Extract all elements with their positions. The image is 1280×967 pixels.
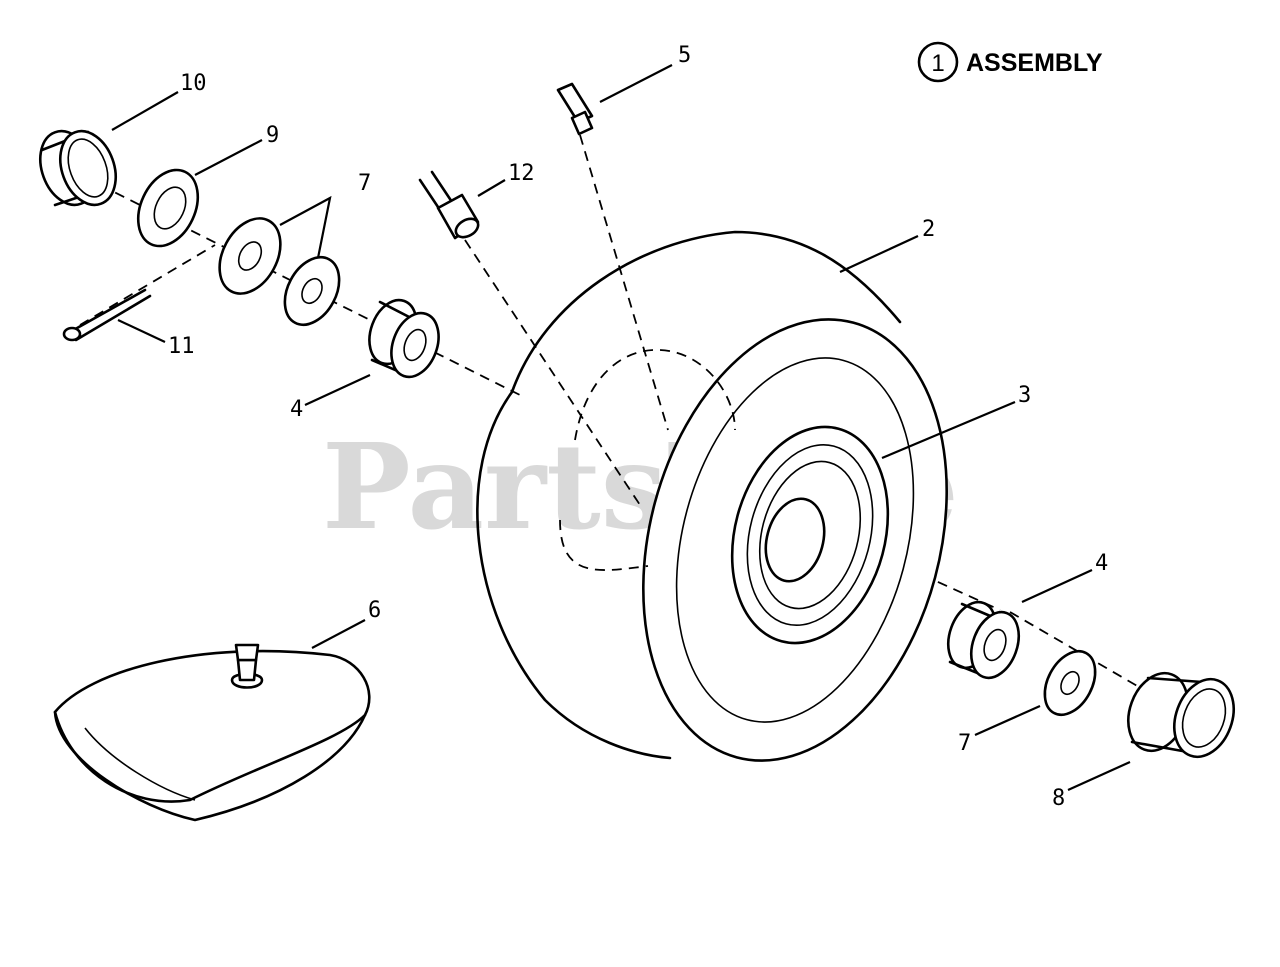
leader-7-lower (974, 704, 1041, 737)
valve-stem (418, 170, 480, 240)
assembly-header: 1 ASSEMBLY (917, 41, 1103, 83)
leader-9 (194, 139, 263, 176)
flange-bearing-upper (368, 298, 440, 379)
leader-7-upper (279, 195, 332, 259)
cotter-pin (62, 288, 152, 342)
grease-fitting (556, 82, 594, 136)
leader-3 (881, 400, 1016, 460)
grease-fitting-centerline (579, 134, 669, 431)
callout-labels: 10 9 7 11 4 12 5 2 3 6 4 7 8 (168, 43, 1108, 811)
leader-12 (477, 179, 506, 197)
leader-11 (117, 319, 166, 343)
leader-8 (1067, 760, 1131, 792)
washer-upper-a (218, 217, 282, 295)
rim (730, 425, 890, 645)
seal (136, 168, 200, 248)
callout-3: 3 (1018, 383, 1031, 408)
cotter-pin-centerline (79, 244, 216, 326)
callout-9: 9 (266, 123, 279, 148)
washer-upper-b (283, 255, 341, 327)
callout-10: 10 (180, 71, 207, 96)
inner-tube (53, 643, 371, 822)
callout-4-lower: 4 (1095, 551, 1108, 576)
flange-bearing-lower (946, 600, 1021, 680)
leader-10 (111, 91, 179, 131)
bushing-right (1127, 671, 1235, 759)
callout-12: 12 (508, 161, 535, 186)
leader-lines (111, 64, 1131, 792)
callout-7-lower: 7 (958, 731, 971, 756)
washer-lower (1043, 649, 1097, 717)
assembly-number-circle (917, 41, 959, 83)
assembly-number: 1 (931, 50, 944, 77)
leader-4-lower (1021, 568, 1093, 604)
leader-2 (839, 235, 919, 273)
valve-stem-centerline (464, 239, 641, 506)
assembly-label: ASSEMBLY (966, 49, 1103, 77)
callout-8: 8 (1052, 786, 1065, 811)
callout-11: 11 (168, 334, 195, 359)
callout-6: 6 (368, 598, 381, 623)
callout-4-upper: 4 (290, 397, 303, 422)
callout-7-upper: 7 (358, 171, 371, 196)
bushing-left (39, 129, 117, 207)
leader-5 (599, 64, 673, 103)
callout-5: 5 (678, 43, 691, 68)
leader-6 (311, 619, 366, 649)
leader-4-upper (304, 374, 371, 406)
callout-2: 2 (922, 217, 935, 242)
